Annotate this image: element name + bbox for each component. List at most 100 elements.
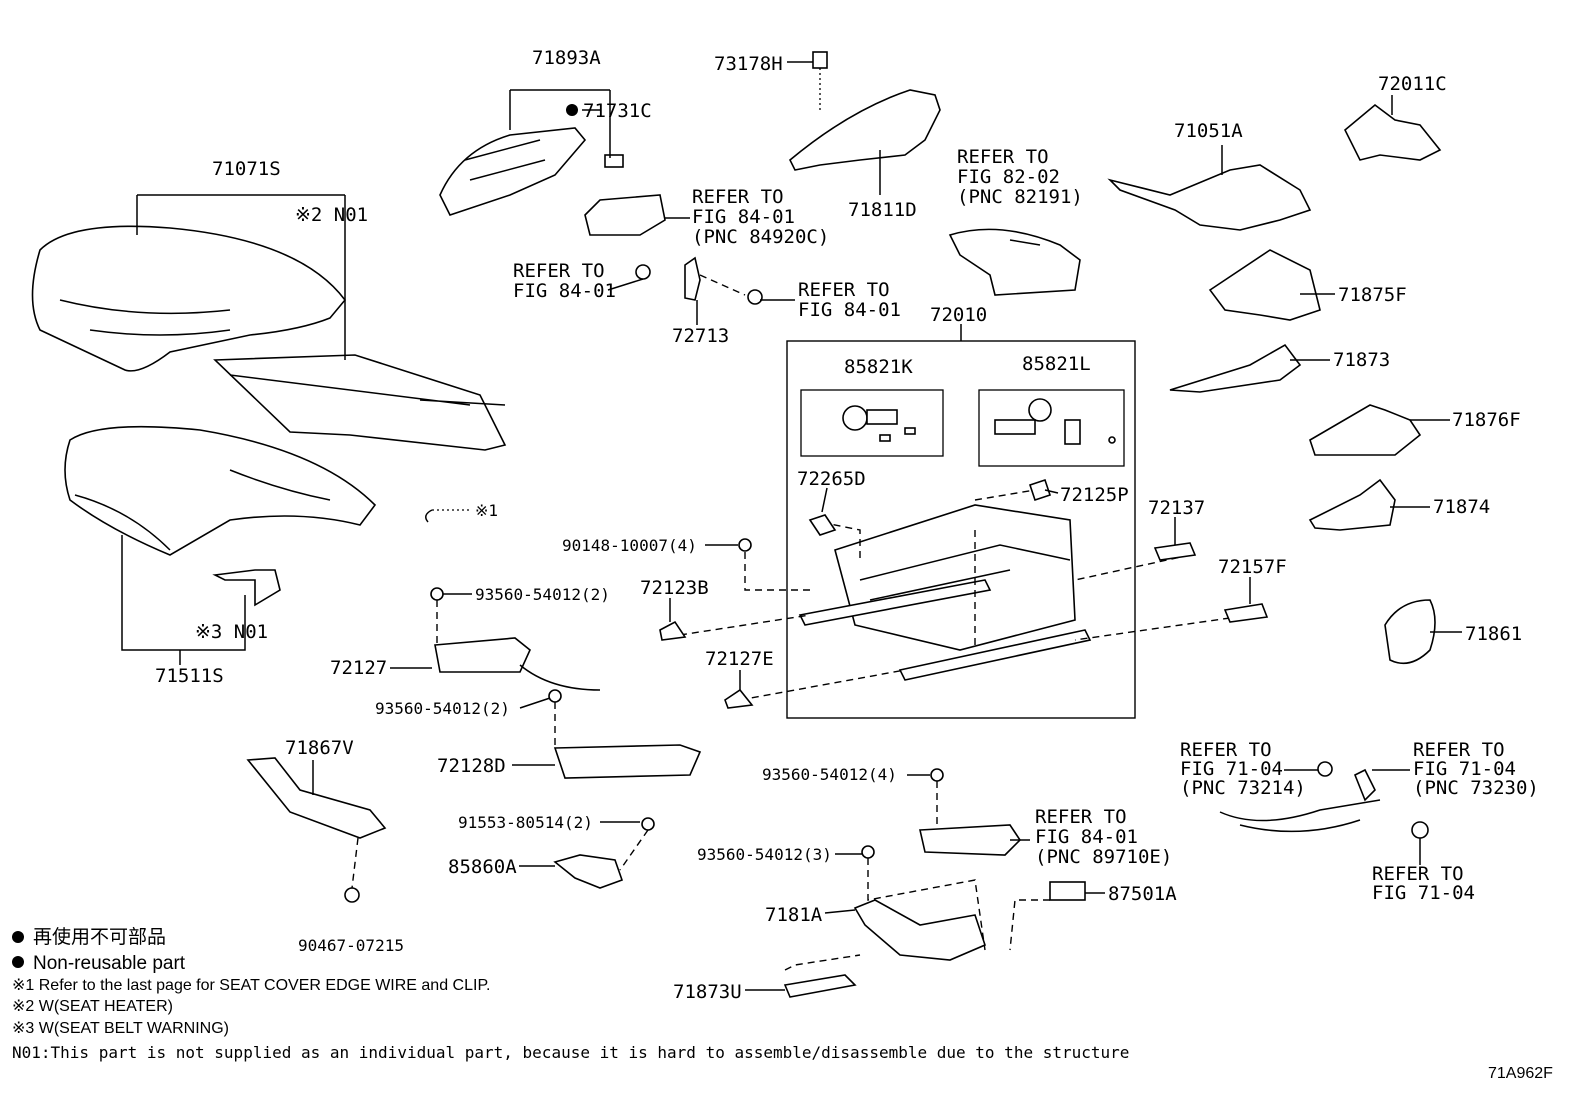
- ref-8401b-line1: REFER TO: [798, 279, 890, 301]
- label-7181A: 7181A: [765, 904, 823, 926]
- ref-89710E-line2: FIG 84-01: [1035, 826, 1138, 848]
- motor-85821K[interactable]: [842, 405, 916, 442]
- ref-84920C-line1: REFER TO: [692, 186, 784, 208]
- leader-lines: [121, 61, 1462, 991]
- part-71875F[interactable]: [1208, 249, 1321, 321]
- part-87501A[interactable]: [1049, 881, 1086, 901]
- ref-73230-line2: FIG 71-04: [1413, 758, 1516, 780]
- ref-8401b-line2: FIG 84-01: [798, 299, 901, 321]
- bolt-icon[interactable]: [747, 289, 763, 305]
- label-85821L: 85821L: [1022, 353, 1091, 375]
- label-star1: ※1: [475, 501, 498, 520]
- harness-82191[interactable]: [948, 228, 1081, 296]
- legend: 再使用不可部品 Non-reusable part ※1 Refer to th…: [12, 926, 1553, 1082]
- ecu-89710E[interactable]: [919, 824, 1022, 856]
- diagram-code: 71A962F: [1488, 1065, 1553, 1082]
- label-71873U: 71873U: [673, 981, 742, 1003]
- label-71867V: 71867V: [285, 737, 354, 759]
- label-72011C: 72011C: [1378, 73, 1447, 95]
- label-72127: 72127: [330, 657, 387, 679]
- motor-box-85821K: [800, 389, 944, 457]
- label-87501A: 87501A: [1108, 883, 1177, 905]
- cover-71861[interactable]: [1384, 599, 1436, 665]
- harness-73214-73230[interactable]: [1219, 761, 1429, 839]
- non-reusable-bullet: [566, 104, 578, 116]
- side-trim-71811D[interactable]: [789, 89, 941, 171]
- part-73178H[interactable]: [812, 51, 828, 69]
- legend-en: Non-reusable part: [33, 953, 186, 974]
- part-71873[interactable]: [1169, 343, 1302, 393]
- screw-icon[interactable]: [861, 845, 875, 859]
- seat-heater-mat[interactable]: [213, 354, 507, 451]
- ref-73214-line3: (PNC 73214): [1180, 777, 1306, 799]
- label-71874: 71874: [1433, 496, 1490, 518]
- ref-82191-line3: (PNC 82191): [957, 186, 1083, 208]
- seat-cushion-pad-71511S[interactable]: [64, 425, 377, 556]
- clip-90467[interactable]: [344, 887, 360, 903]
- ref-82191-line2: FIG 82-02: [957, 166, 1060, 188]
- clip-71731C[interactable]: [604, 154, 624, 168]
- part-72011C[interactable]: [1344, 103, 1442, 161]
- clip-72125P[interactable]: [1028, 478, 1052, 502]
- motor-box-85821L: [978, 389, 1125, 467]
- frame-71051A[interactable]: [1107, 164, 1312, 231]
- label-90467: 90467-07215: [298, 936, 404, 955]
- cover-72127E[interactable]: [724, 688, 754, 709]
- screw-icon[interactable]: [930, 768, 944, 782]
- label-71876F: 71876F: [1452, 409, 1521, 431]
- bolt-icon[interactable]: [635, 264, 651, 280]
- label-71511S: 71511S: [155, 665, 224, 687]
- label-85821K: 85821K: [844, 356, 913, 378]
- label-85860A: 85860A: [448, 856, 517, 878]
- label-71051A: 71051A: [1174, 120, 1243, 142]
- ref-7104-line2: FIG 71-04: [1372, 882, 1475, 904]
- screw-icon[interactable]: [430, 587, 444, 601]
- side-cover-71893A[interactable]: [439, 127, 587, 216]
- label-72010: 72010: [930, 304, 987, 326]
- bracket-71867V[interactable]: [246, 757, 387, 839]
- label-71873: 71873: [1333, 349, 1390, 371]
- label-93560b: 93560-54012(2): [375, 699, 510, 718]
- label-72137: 72137: [1148, 497, 1205, 519]
- motor-85821L[interactable]: [994, 398, 1116, 445]
- seat-belt-warning-sensor[interactable]: [212, 569, 281, 607]
- ref-73230-line1: REFER TO: [1413, 739, 1505, 761]
- seat-switch[interactable]: [584, 194, 666, 236]
- ref-89710E-line3: (PNC 89710E): [1035, 846, 1172, 868]
- label-72123B: 72123B: [640, 577, 709, 599]
- bullet-icon: [12, 931, 24, 943]
- callout-labels: 71893A 71731C 73178H 71811D 72011C 71051…: [155, 47, 1539, 1003]
- legend-note2: ※2 W(SEAT HEATER): [12, 998, 173, 1015]
- module-72128D[interactable]: [553, 744, 702, 779]
- seat-cushion-cover-71071S[interactable]: [31, 225, 347, 372]
- bracket-7181A[interactable]: [853, 899, 986, 961]
- ref-8401a-line2: FIG 84-01: [513, 280, 616, 302]
- label-73178H: 73178H: [714, 53, 783, 75]
- clip-72265D[interactable]: [808, 514, 837, 536]
- seat-track-frame[interactable]: [798, 504, 1092, 681]
- screw-icon[interactable]: [641, 817, 655, 831]
- label-71071S: 71071S: [212, 158, 281, 180]
- cover-72137[interactable]: [1153, 542, 1197, 561]
- label-71811D: 71811D: [848, 199, 917, 221]
- part-71873U[interactable]: [783, 974, 857, 998]
- cover-72123B[interactable]: [659, 620, 687, 641]
- ref-73214-line2: FIG 71-04: [1180, 758, 1283, 780]
- legend-note3: ※3 W(SEAT BELT WARNING): [12, 1020, 229, 1037]
- ref-82191-line1: REFER TO: [957, 146, 1049, 168]
- ref-89710E-line1: REFER TO: [1035, 806, 1127, 828]
- module-72127[interactable]: [434, 637, 531, 673]
- ref-73230-line3: (PNC 73230): [1413, 777, 1539, 799]
- sensor-85860A[interactable]: [553, 854, 624, 889]
- bolt-90148[interactable]: [738, 538, 752, 552]
- screw-icon[interactable]: [548, 689, 562, 703]
- label-93560d: 93560-54012(3): [697, 845, 832, 864]
- label-90148: 90148-10007(4): [562, 536, 697, 555]
- part-71876F[interactable]: [1309, 404, 1422, 456]
- part-71874[interactable]: [1308, 478, 1396, 531]
- label-71875F: 71875F: [1338, 284, 1407, 306]
- cover-72157F[interactable]: [1223, 603, 1269, 623]
- legend-note1: ※1 Refer to the last page for SEAT COVER…: [12, 977, 491, 994]
- bracket-72713[interactable]: [684, 256, 701, 301]
